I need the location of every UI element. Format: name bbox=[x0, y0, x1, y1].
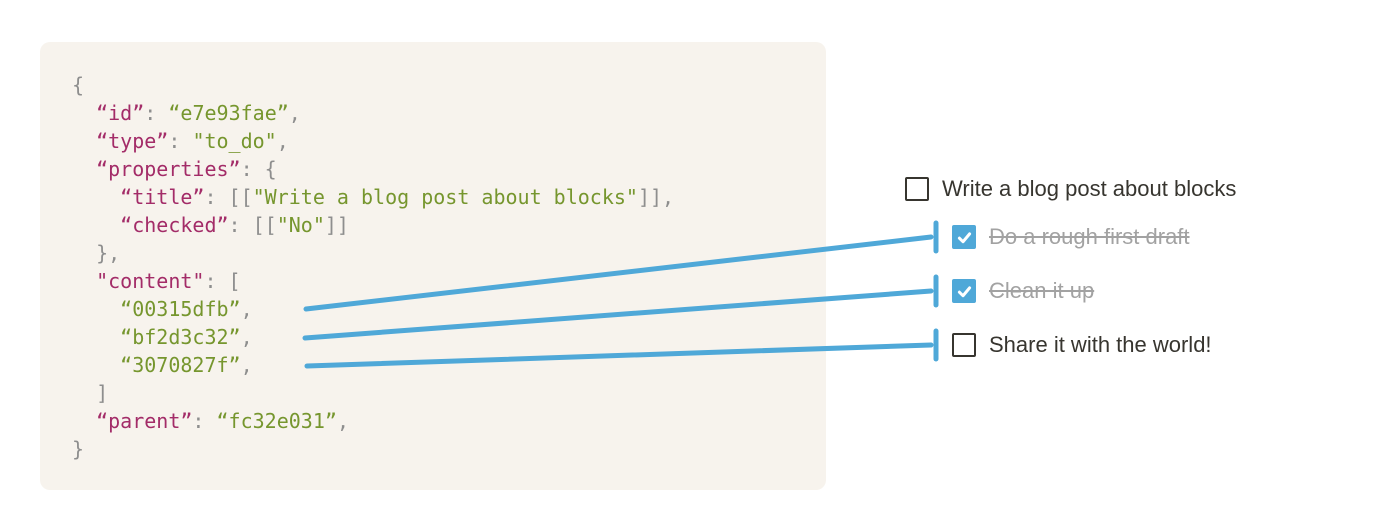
code-line: "content": [ bbox=[96, 269, 241, 293]
checkbox-checked-icon[interactable] bbox=[952, 279, 976, 303]
code-line: “type”: "to_do", bbox=[96, 129, 289, 153]
todo-item: Do a rough first draft bbox=[952, 224, 1190, 249]
json-code: { “id”: “e7e93fae”, “type”: "to_do", “pr… bbox=[40, 42, 826, 463]
code-line: } bbox=[72, 437, 85, 461]
todo-item-label: Do a rough first draft bbox=[989, 224, 1190, 249]
todo-item: Share it with the world! bbox=[952, 332, 1212, 357]
checkbox-checked-icon[interactable] bbox=[952, 225, 976, 249]
code-line: “3070827f”, bbox=[120, 353, 253, 377]
todo-item-label: Write a blog post about blocks bbox=[942, 176, 1237, 201]
code-line: ] bbox=[72, 381, 109, 405]
code-line: “properties”: { bbox=[96, 157, 277, 181]
code-line: “00315dfb”, bbox=[120, 297, 253, 321]
code-line: }, bbox=[72, 241, 121, 265]
todo-item: Write a blog post about blocks bbox=[905, 176, 1237, 201]
code-line: { bbox=[72, 73, 85, 97]
code-block-panel: { “id”: “e7e93fae”, “type”: "to_do", “pr… bbox=[40, 42, 826, 490]
code-line: “checked”: [["No"]] bbox=[120, 213, 349, 237]
todo-item-label: Clean it up bbox=[989, 278, 1095, 303]
checkbox-unchecked-icon[interactable] bbox=[905, 177, 929, 201]
checkbox-unchecked-icon[interactable] bbox=[952, 333, 976, 357]
code-line: “id”: “e7e93fae”, bbox=[96, 101, 301, 125]
check-icon bbox=[957, 231, 971, 243]
check-icon bbox=[957, 285, 971, 297]
todo-item-label: Share it with the world! bbox=[989, 332, 1212, 357]
code-line: “parent”: “fc32e031”, bbox=[96, 409, 349, 433]
code-line: “bf2d3c32”, bbox=[120, 325, 253, 349]
todo-item: Clean it up bbox=[952, 278, 1095, 303]
code-line: “title”: [["Write a blog post about bloc… bbox=[120, 185, 675, 209]
